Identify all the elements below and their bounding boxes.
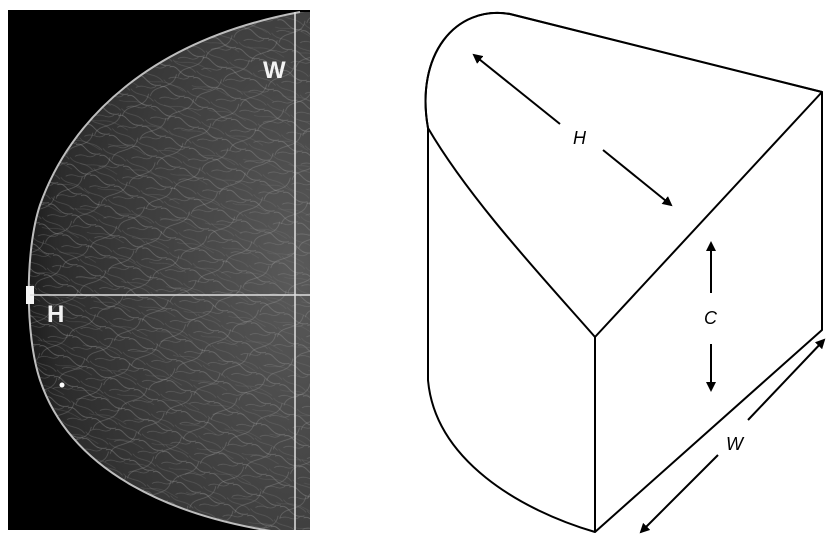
diagram-label-h: H [573, 128, 587, 148]
solid-outline [426, 13, 822, 532]
clip-marker [60, 383, 65, 388]
diagram-label-c: C [704, 308, 718, 328]
mammogram-label-h: H [47, 301, 64, 328]
diagram-label-w: W [726, 434, 745, 454]
mammogram-label-w: W [263, 57, 286, 84]
schematic-diagram [426, 13, 822, 532]
mammogram-panel: W H [8, 10, 310, 539]
